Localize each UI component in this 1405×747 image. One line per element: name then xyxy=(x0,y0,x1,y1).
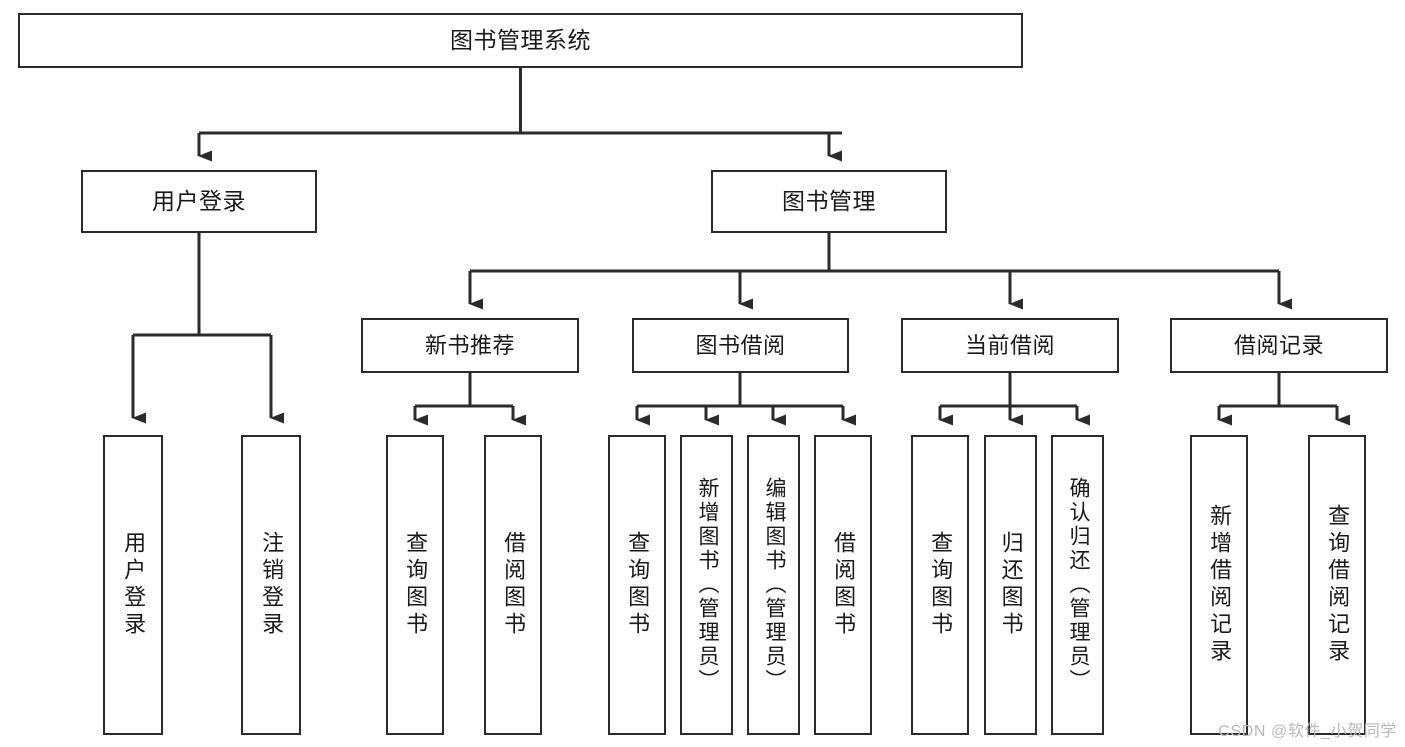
node-user-login-label: 用户登录 xyxy=(152,188,246,215)
node-leaf-user-login[interactable]: 用户登录 xyxy=(103,435,163,735)
node-leaf-borrow-book-2-label: 借阅图书 xyxy=(831,531,857,639)
node-leaf-edit-book[interactable]: 编辑图书（管理员） xyxy=(747,435,800,735)
node-leaf-borrow-book-1-label: 借阅图书 xyxy=(501,531,527,639)
node-new-book-recommend-label: 新书推荐 xyxy=(424,332,515,358)
node-leaf-query-book-3[interactable]: 查询图书 xyxy=(911,435,969,735)
node-borrow-record[interactable]: 借阅记录 xyxy=(1170,318,1388,373)
node-leaf-add-book[interactable]: 新增图书（管理员） xyxy=(680,435,733,735)
node-leaf-confirm-return[interactable]: 确认归还（管理员） xyxy=(1051,435,1104,735)
node-borrow-record-label: 借阅记录 xyxy=(1233,332,1324,358)
node-root-label: 图书管理系统 xyxy=(450,27,591,54)
node-leaf-return-book-label: 归还图书 xyxy=(998,531,1024,639)
node-leaf-query-book-2[interactable]: 查询图书 xyxy=(608,435,666,735)
node-new-book-recommend[interactable]: 新书推荐 xyxy=(361,318,579,373)
node-book-manage-label: 图书管理 xyxy=(782,188,876,215)
node-book-borrow[interactable]: 图书借阅 xyxy=(632,318,849,373)
node-leaf-confirm-return-label: 确认归还（管理员） xyxy=(1066,477,1090,693)
node-book-borrow-label: 图书借阅 xyxy=(695,332,786,358)
node-leaf-return-book[interactable]: 归还图书 xyxy=(984,435,1037,735)
node-leaf-query-record-label: 查询借阅记录 xyxy=(1325,504,1351,666)
node-leaf-add-record-label: 新增借阅记录 xyxy=(1207,504,1233,666)
node-leaf-query-book-1-label: 查询图书 xyxy=(403,531,429,639)
node-book-manage[interactable]: 图书管理 xyxy=(711,170,947,233)
node-root[interactable]: 图书管理系统 xyxy=(18,13,1023,68)
node-leaf-query-record[interactable]: 查询借阅记录 xyxy=(1308,435,1366,735)
node-leaf-logout-login-label: 注销登录 xyxy=(259,531,285,639)
node-leaf-query-book-2-label: 查询图书 xyxy=(625,531,651,639)
node-leaf-edit-book-label: 编辑图书（管理员） xyxy=(762,477,786,693)
node-leaf-query-book-1[interactable]: 查询图书 xyxy=(386,435,444,735)
node-leaf-borrow-book-2[interactable]: 借阅图书 xyxy=(814,435,872,735)
node-leaf-add-record[interactable]: 新增借阅记录 xyxy=(1190,435,1248,735)
node-leaf-borrow-book-1[interactable]: 借阅图书 xyxy=(484,435,542,735)
node-user-login[interactable]: 用户登录 xyxy=(81,170,317,233)
node-leaf-query-book-3-label: 查询图书 xyxy=(928,531,954,639)
csdn-watermark: CSDN @软件_小贺同学 xyxy=(1218,723,1397,740)
node-current-borrow-label: 当前借阅 xyxy=(964,332,1055,358)
node-leaf-user-login-label: 用户登录 xyxy=(121,531,147,639)
node-leaf-logout-login[interactable]: 注销登录 xyxy=(241,435,301,735)
node-leaf-add-book-label: 新增图书（管理员） xyxy=(695,477,719,693)
node-current-borrow[interactable]: 当前借阅 xyxy=(901,318,1119,373)
